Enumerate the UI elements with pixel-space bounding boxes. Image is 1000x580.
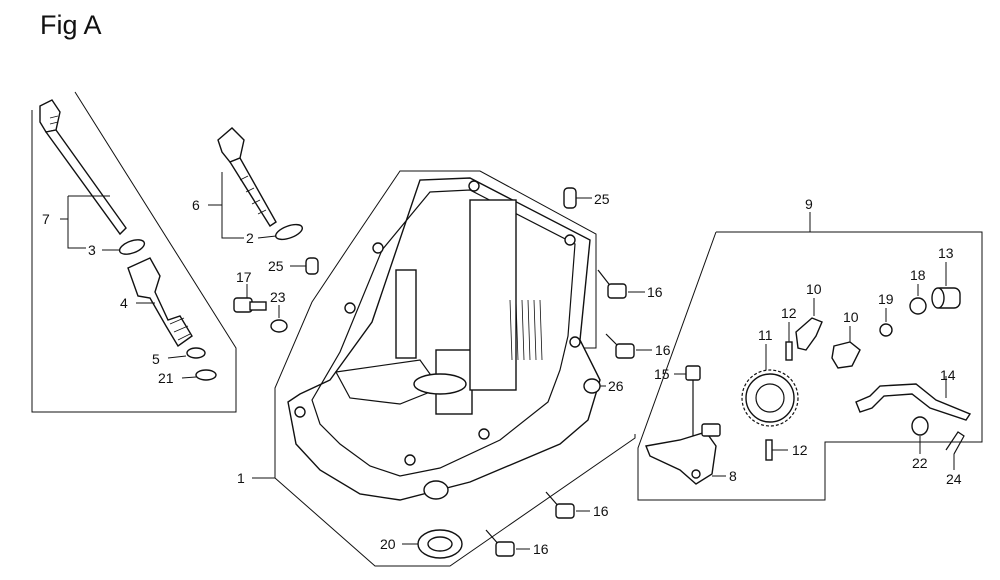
governor-arm-14 — [855, 383, 972, 421]
clip-24 — [945, 431, 965, 455]
callout-25a: 25 — [268, 258, 284, 274]
dowel-pin-25b — [305, 257, 319, 275]
callout-20: 20 — [380, 536, 396, 552]
oil-filler-tube — [127, 257, 193, 348]
dipstick-inset-panel — [31, 91, 237, 413]
dipstick-short-part — [217, 127, 277, 227]
washer-23 — [270, 319, 288, 333]
callout-9: 9 — [805, 196, 813, 212]
dipstick-part — [39, 99, 127, 236]
washer-19 — [879, 323, 893, 337]
callout-1: 1 — [237, 470, 245, 486]
callout-22: 22 — [912, 455, 928, 471]
crankcase-cover — [274, 170, 636, 567]
governor-weight-10b — [831, 341, 861, 369]
callout-2: 2 — [246, 230, 254, 246]
callout-13: 13 — [938, 245, 954, 261]
bolt-15 — [685, 365, 701, 444]
callout-26: 26 — [608, 378, 624, 394]
callout-16d: 16 — [533, 541, 549, 557]
flange-bolt-16b — [605, 333, 635, 359]
ring-21 — [195, 369, 217, 381]
callout-23: 23 — [270, 289, 286, 305]
callout-5: 5 — [152, 351, 160, 367]
o-ring-2 — [274, 223, 304, 241]
flange-bolt-16a — [597, 269, 627, 299]
governor-plate-8 — [645, 423, 721, 485]
washer-26 — [583, 378, 601, 394]
callout-6: 6 — [192, 197, 200, 213]
callout-24: 24 — [946, 471, 962, 487]
callout-17: 17 — [236, 269, 252, 285]
callout-16b: 16 — [655, 342, 671, 358]
callout-7: 7 — [42, 211, 50, 227]
pin-12b — [765, 439, 773, 461]
flange-bolt-16d — [485, 529, 515, 557]
callout-16a: 16 — [647, 284, 663, 300]
governor-inset-panel — [637, 212, 983, 501]
callout-15: 15 — [654, 366, 670, 382]
pin-12a — [785, 341, 793, 361]
callout-18: 18 — [910, 267, 926, 283]
governor-weight-10a — [795, 317, 823, 351]
callout-21: 21 — [158, 370, 174, 386]
oil-seal-20 — [417, 529, 463, 559]
callout-10a: 10 — [806, 281, 822, 297]
callout-4: 4 — [120, 295, 128, 311]
callout-11: 11 — [758, 327, 773, 343]
callout-14: 14 — [940, 367, 956, 383]
callout-12a: 12 — [781, 305, 797, 321]
callout-labels: 7 3 4 5 21 6 2 17 23 25 25 16 16 26 1 20… — [42, 191, 962, 557]
governor-gear-11 — [741, 369, 799, 427]
callout-12b: 12 — [792, 442, 808, 458]
washer-22 — [911, 416, 929, 436]
callout-3: 3 — [88, 242, 96, 258]
dowel-pin-25a — [563, 187, 577, 209]
o-ring-3 — [118, 239, 146, 255]
callout-8: 8 — [729, 468, 737, 484]
governor-holder-13 — [931, 287, 961, 309]
figure-title: Fig A — [40, 10, 102, 40]
flange-bolt-16c — [545, 491, 575, 519]
callout-25b: 25 — [594, 191, 610, 207]
grommet-5 — [186, 347, 206, 359]
bolt-17 — [233, 297, 267, 313]
callout-10b: 10 — [843, 309, 859, 325]
callout-16c: 16 — [593, 503, 609, 519]
washer-18 — [909, 297, 927, 315]
callout-19: 19 — [878, 291, 894, 307]
